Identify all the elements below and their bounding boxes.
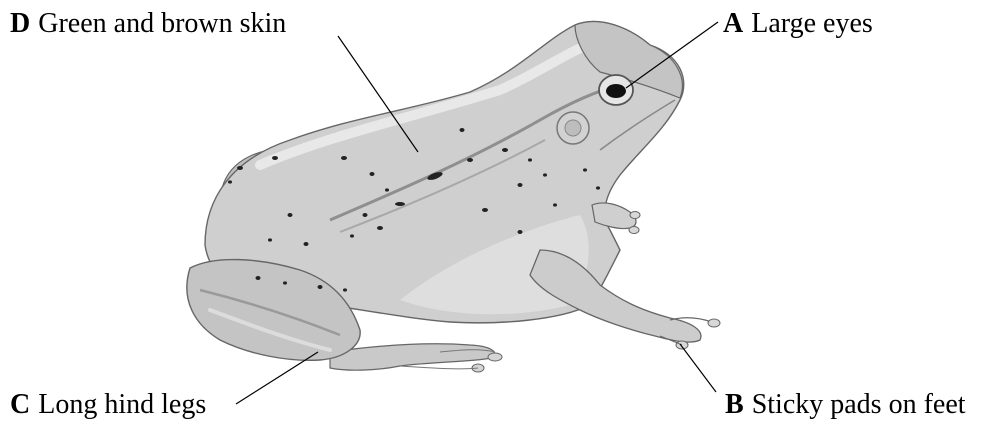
label-b: B Sticky pads on feet (725, 389, 966, 421)
leader-line-c (236, 352, 318, 404)
label-b-letter: B (725, 389, 744, 420)
label-a-text: Large eyes (751, 8, 873, 39)
leader-line-b (680, 344, 716, 392)
label-a: A Large eyes (723, 8, 873, 40)
label-c-text: Long hind legs (38, 389, 206, 420)
label-c-letter: C (10, 389, 30, 420)
label-d-letter: D (10, 8, 30, 39)
label-a-letter: A (723, 8, 743, 39)
eye-icon (599, 75, 633, 105)
hind-foot (330, 344, 502, 372)
label-d: D Green and brown skin (10, 8, 286, 40)
label-d-text: Green and brown skin (38, 8, 286, 39)
label-c: C Long hind legs (10, 389, 206, 421)
label-b-text: Sticky pads on feet (752, 389, 966, 420)
